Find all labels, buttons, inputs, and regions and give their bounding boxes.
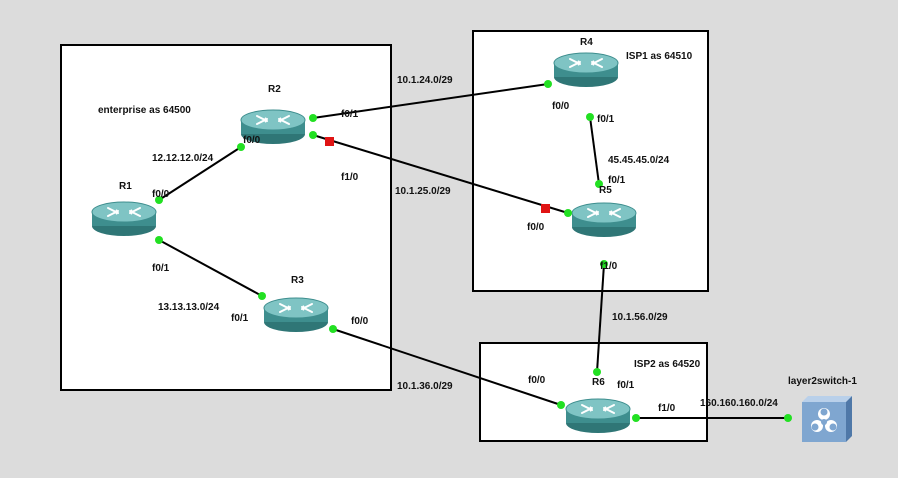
router-r1-icon[interactable] — [91, 201, 157, 237]
network-label-r5-r6: 10.1.56.0/29 — [612, 312, 668, 323]
network-label-r1-r2: 12.12.12.0/24 — [152, 153, 214, 164]
port-r1-f01[interactable] — [155, 236, 163, 244]
router-r2-label: R2 — [268, 84, 281, 95]
isp2-as-label: ISP2 as 64520 — [634, 359, 701, 370]
port-switch[interactable] — [784, 414, 792, 422]
interface-label-r6-f01: f0/1 — [617, 380, 635, 391]
port-r5-f00-down[interactable] — [541, 204, 550, 213]
port-r6-f10[interactable] — [632, 414, 640, 422]
link-r2-r4[interactable] — [312, 83, 549, 119]
interface-label-r2-f10: f1/0 — [341, 172, 359, 183]
port-r3-f00[interactable] — [329, 325, 337, 333]
interface-label-r3-f00: f0/0 — [351, 316, 369, 327]
network-label-r4-r5: 45.45.45.0/24 — [608, 155, 670, 166]
interface-label-r1-f00: f0/0 — [152, 189, 170, 200]
isp2-as-box[interactable] — [479, 342, 708, 442]
interface-label-r6-f10: f1/0 — [658, 403, 676, 414]
biohazard-switch-icon[interactable] — [802, 396, 852, 442]
interface-label-r5-f00: f0/0 — [527, 222, 545, 233]
port-r4-f01[interactable] — [586, 113, 594, 121]
interface-label-r3-f01: f0/1 — [231, 313, 249, 324]
port-r4-f00[interactable] — [544, 80, 552, 88]
interface-label-r4-f00: f0/0 — [552, 101, 570, 112]
interface-label-r6-f00: f0/0 — [528, 375, 546, 386]
port-r6-f01[interactable] — [593, 368, 601, 376]
network-label-r3-r6: 10.1.36.0/29 — [397, 381, 453, 392]
router-r5-label: R5 — [599, 185, 612, 196]
router-r1-label: R1 — [119, 181, 132, 192]
network-label-r2-r5: 10.1.25.0/29 — [395, 186, 451, 197]
switch-label: layer2switch-1 — [788, 376, 857, 387]
router-r6-label: R6 — [592, 377, 605, 388]
isp1-as-label: ISP1 as 64510 — [626, 51, 693, 62]
interface-label-r2-f01: f0/1 — [341, 109, 359, 120]
port-r6-f00[interactable] — [557, 401, 565, 409]
interface-label-r5-f01: f0/1 — [608, 175, 626, 186]
port-r2-f00[interactable] — [237, 143, 245, 151]
network-label-r1-r3: 13.13.13.0/24 — [158, 302, 220, 313]
link-r4-r5[interactable] — [589, 116, 600, 185]
interface-label-r4-f01: f0/1 — [597, 114, 615, 125]
network-label-r6-switch: 160.160.160.0/24 — [700, 398, 778, 409]
link-r5-r6[interactable] — [596, 263, 605, 373]
link-r1-r2[interactable] — [158, 146, 242, 201]
port-r5-f10[interactable] — [600, 260, 608, 268]
router-r4-label: R4 — [580, 37, 593, 48]
router-r3-icon[interactable] — [263, 297, 329, 333]
port-r2-f01[interactable] — [309, 114, 317, 122]
port-r5-link[interactable] — [564, 209, 572, 217]
interface-label-r1-f01: f0/1 — [152, 263, 170, 274]
interface-label-r5-f10: f1/0 — [600, 261, 618, 272]
router-r5-icon[interactable] — [571, 202, 637, 238]
router-r4-icon[interactable] — [553, 52, 619, 88]
port-r2-link[interactable] — [309, 131, 317, 139]
port-r3-f01[interactable] — [258, 292, 266, 300]
router-r3-label: R3 — [291, 275, 304, 286]
port-r5-f01[interactable] — [595, 180, 603, 188]
router-r6-icon[interactable] — [565, 398, 631, 434]
network-label-r2-r4: 10.1.24.0/29 — [397, 75, 453, 86]
enterprise-as-label: enterprise as 64500 — [98, 105, 191, 116]
link-r2-r5[interactable] — [312, 134, 569, 214]
interface-label-r2-f00: f0/0 — [243, 135, 261, 146]
link-r3-r6[interactable] — [332, 328, 562, 406]
port-r1-f00[interactable] — [155, 196, 163, 204]
port-r2-f10-down[interactable] — [325, 137, 334, 146]
link-r1-r3[interactable] — [158, 239, 263, 297]
